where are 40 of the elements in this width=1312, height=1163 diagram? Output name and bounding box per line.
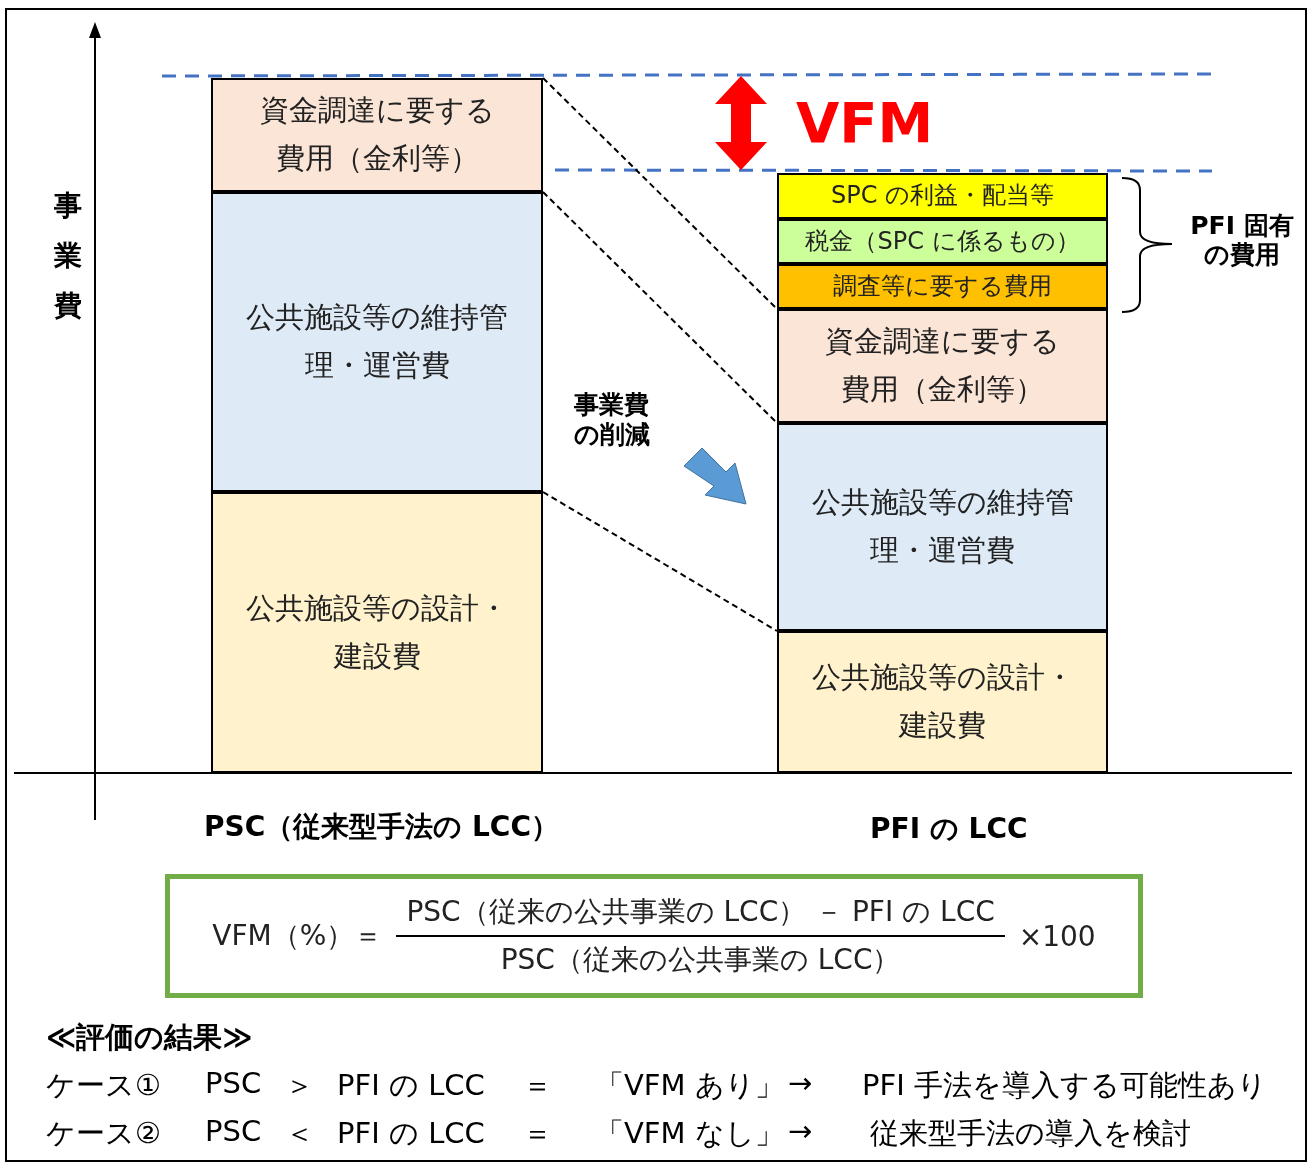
cost-block: 資金調達に要する費用（金利等） (211, 78, 543, 192)
table-cell: PSC (205, 1066, 262, 1100)
cost-block: 資金調達に要する費用（金利等） (777, 309, 1108, 423)
table-cell-text: PFI の LCC (337, 1115, 485, 1152)
numerator: PSC（従来の公共事業の LCC） － PFI の LCC (396, 893, 1005, 937)
table-cell-text: 「VFM あり」 (595, 1067, 784, 1104)
cost-block: SPC の利益・配当等 (777, 173, 1108, 219)
table-cell-text: ＝ (523, 1067, 552, 1104)
bar-caption: PFI の LCC (870, 811, 1028, 847)
table-cell-text: ケース① (46, 1067, 161, 1104)
table-cell-text: PFI の LCC (337, 1067, 485, 1104)
table-cell-text: ＝ (523, 1115, 552, 1152)
table-cell-text: ケース② (46, 1115, 161, 1152)
denominator: PSC（従来の公共事業の LCC） (500, 942, 901, 978)
cost-block: 公共施設等の維持管理・運営費 (777, 423, 1108, 631)
table-cell-text: 「VFM なし」 (595, 1115, 784, 1152)
cost-block: 公共施設等の維持管理・運営費 (211, 192, 543, 492)
table-cell-text: ＜ (285, 1115, 314, 1152)
cost-block: 公共施設等の設計・建設費 (211, 492, 543, 773)
table-cell: → (788, 1114, 813, 1148)
dashed-connector (542, 191, 778, 424)
dashed-connector (542, 77, 778, 310)
table-cell: → (788, 1066, 813, 1100)
reduction-label: 事業費の削減 (574, 390, 651, 450)
bracket-label: PFI 固有の費用 (1189, 212, 1295, 270)
vfm-label: VFM (796, 90, 934, 155)
formula-box (165, 874, 1143, 998)
formula-text: ×100 (1018, 919, 1096, 953)
table-cell-text: ＞ (285, 1067, 314, 1104)
cost-block: 公共施設等の設計・建設費 (777, 631, 1108, 773)
table-cell-text: PFI 手法を導入する可能性あり (862, 1067, 1267, 1104)
table-cell-text: 従来型手法の導入を検討 (870, 1115, 1191, 1152)
table-cell: PSC (205, 1114, 262, 1148)
cost-block: 調査等に要する費用 (777, 264, 1108, 309)
cost-block: 税金（SPC に係るもの） (777, 219, 1108, 264)
dashed-connector (542, 491, 778, 632)
formula-text: VFM（%）＝ (212, 918, 383, 954)
axis-label: 事業費 (50, 168, 85, 318)
section-heading: ≪評価の結果≫ (46, 1019, 253, 1056)
bar-caption: PSC（従来型手法の LCC） (204, 809, 559, 845)
